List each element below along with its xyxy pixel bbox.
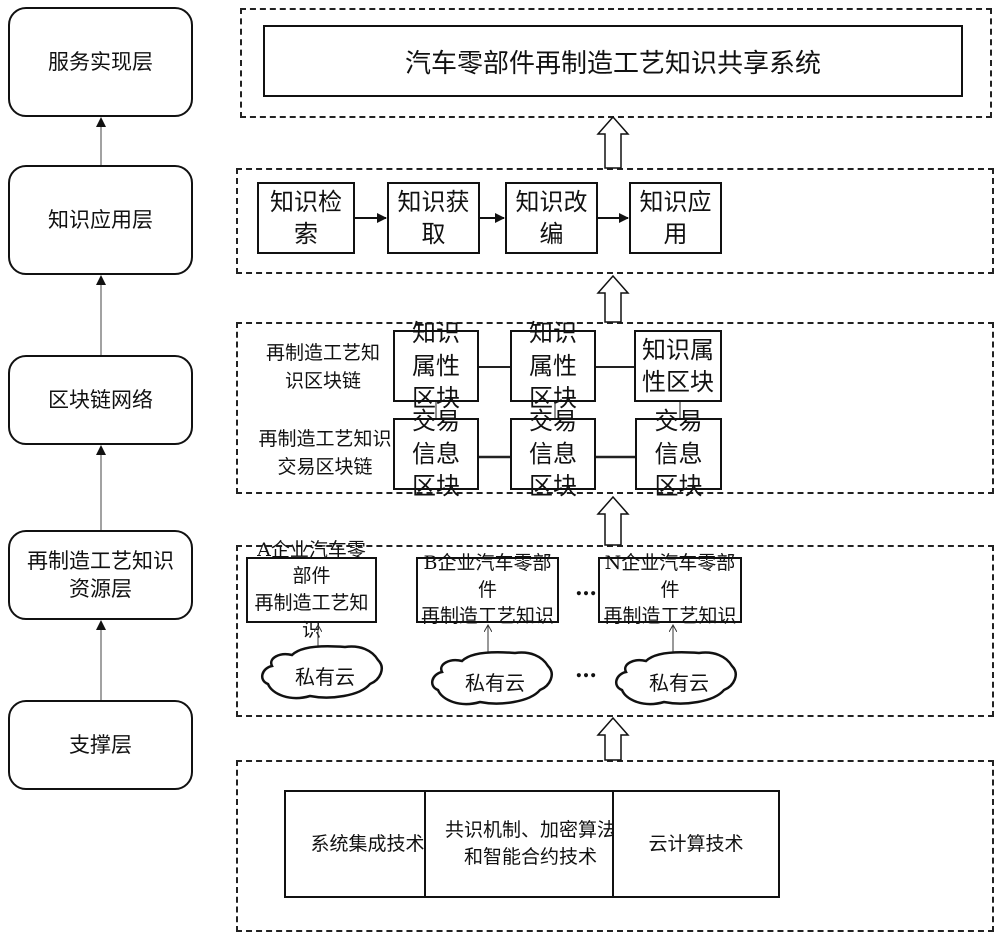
- chain2-label: 再制造工艺知识交易区块链: [250, 426, 400, 481]
- chain1-label: 再制造工艺知识区块链: [258, 340, 388, 395]
- step-retrieve: 知识检索: [257, 182, 355, 254]
- step-adapt: 知识改编: [505, 182, 598, 254]
- layer-resource-label: 再制造工艺知识资源层: [27, 548, 174, 601]
- hollow-arrows: [596, 115, 630, 761]
- hollow-arrow-2: [596, 274, 630, 323]
- enterprise-n-line2: 再制造工艺知识: [603, 605, 737, 628]
- ellipsis-bottom: …: [575, 657, 597, 683]
- enterprise-n-line1: N企业汽车零部件: [604, 552, 736, 601]
- transaction-block-3: 交易信息区块: [635, 407, 722, 500]
- transaction-block-2-label: 交易信息区块: [529, 407, 577, 501]
- enterprise-b-line1: B企业汽车零部件: [423, 552, 552, 601]
- tech-cloud-box: 云计算技术: [612, 790, 780, 898]
- layer-support-label: 支撑层: [69, 732, 132, 757]
- system-title-box: 汽车零部件再制造工艺知识共享系统: [263, 25, 963, 97]
- cloud-n-text: 私有云: [649, 671, 709, 695]
- step-acquire-label: 知识获取: [397, 187, 470, 248]
- cloud-n-label: 私有云: [639, 667, 719, 696]
- ellipsis-top-text: …: [575, 575, 597, 601]
- enterprise-a-box: A企业汽车零部件 再制造工艺知识: [246, 539, 377, 641]
- step-apply: 知识应用: [629, 182, 722, 254]
- application-layer-container: [236, 168, 994, 274]
- cloud-b-text: 私有云: [465, 671, 525, 695]
- layer-resource: 再制造工艺知识资源层: [8, 530, 193, 620]
- attribute-block-1-label: 知识属性区块: [412, 319, 460, 413]
- enterprise-a-line1: A企业汽车零部件: [257, 538, 366, 588]
- resource-layer-container: [236, 545, 994, 717]
- attribute-block-2-label: 知识属性区块: [529, 319, 577, 413]
- attribute-block-1: 知识属性区块: [393, 319, 479, 412]
- ellipsis-bottom-text: …: [575, 657, 597, 683]
- step-apply-label: 知识应用: [639, 187, 712, 248]
- transaction-block-1-label: 交易信息区块: [412, 407, 460, 501]
- transaction-block-1: 交易信息区块: [393, 407, 479, 500]
- attribute-block-3-label: 知识属性区块: [642, 335, 714, 396]
- attribute-block-2: 知识属性区块: [510, 319, 596, 412]
- blockchain-layer-container: [236, 322, 994, 494]
- chain2-label-text: 再制造工艺知识交易区块链: [258, 428, 392, 478]
- cloud-b-icon: [430, 651, 553, 706]
- clouds: [260, 645, 737, 706]
- cloud-links: [318, 625, 673, 653]
- layer-application: 知识应用层: [8, 165, 193, 275]
- tech-consensus-label: 共识机制、加密算法和智能合约技术: [444, 819, 616, 868]
- system-title: 汽车零部件再制造工艺知识共享系统: [404, 48, 821, 79]
- tech-consensus-box: 共识机制、加密算法和智能合约技术: [424, 790, 637, 898]
- step-retrieve-label: 知识检索: [270, 187, 342, 248]
- hollow-arrow-4: [596, 716, 630, 761]
- transaction-block-2: 交易信息区块: [510, 407, 596, 500]
- cloud-n-icon: [614, 651, 737, 706]
- chain1-label-text: 再制造工艺知识区块链: [265, 342, 380, 392]
- support-layer-container: [236, 760, 994, 932]
- hollow-arrow-3: [596, 495, 630, 546]
- tech-integration-label: 系统集成技术: [310, 832, 425, 855]
- service-layer-container: [240, 8, 992, 118]
- enterprise-b-line2: 再制造工艺知识: [420, 605, 554, 628]
- tech-cloud-label: 云计算技术: [648, 832, 744, 855]
- enterprise-b-box: B企业汽车零部件 再制造工艺知识: [416, 552, 559, 627]
- layer-blockchain-label: 区块链网络: [48, 387, 153, 412]
- cloud-a-icon: [260, 645, 383, 700]
- layer-service: 服务实现层: [8, 7, 193, 117]
- layer-service-label: 服务实现层: [48, 49, 153, 74]
- attribute-block-3: 知识属性区块: [634, 330, 722, 402]
- cloud-a-label: 私有云: [285, 661, 365, 690]
- layer-blockchain: 区块链网络: [8, 355, 193, 445]
- ellipsis-top: …: [575, 575, 597, 601]
- hollow-arrow-1: [596, 115, 630, 169]
- step-adapt-label: 知识改编: [515, 187, 588, 248]
- block-links: [435, 366, 681, 459]
- step-acquire: 知识获取: [387, 182, 480, 254]
- cloud-a-text: 私有云: [295, 665, 355, 689]
- transaction-block-3-label: 交易信息区块: [654, 407, 703, 501]
- layer-application-label: 知识应用层: [48, 207, 153, 232]
- cloud-b-label: 私有云: [455, 667, 535, 696]
- tech-integration-box: 系统集成技术: [284, 790, 451, 898]
- enterprise-n-box: N企业汽车零部件 再制造工艺知识: [598, 552, 742, 627]
- layer-support: 支撑层: [8, 700, 193, 790]
